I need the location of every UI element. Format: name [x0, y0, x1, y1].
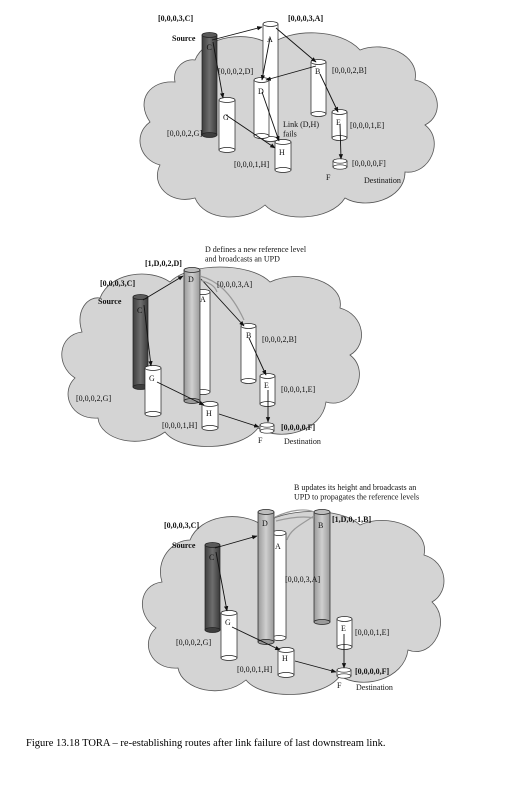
source-label: Source — [172, 541, 196, 550]
note-line: D defines a new reference level — [205, 245, 307, 254]
panel-2: C A D B G E — [61, 245, 362, 447]
node-B: B — [240, 323, 257, 384]
node-letter: H — [206, 409, 212, 418]
label-node-B: [1,D,0,-1,B] — [332, 515, 371, 524]
node-letter: H — [279, 148, 285, 157]
links-1 — [211, 26, 344, 160]
destination-label: Destination — [284, 437, 321, 446]
label-node-A: [0,0,0,3,A] — [285, 575, 320, 584]
note-line-2: and broadcasts an UPD — [205, 255, 280, 264]
node-letter: E — [341, 624, 346, 633]
node-letter: A — [200, 295, 206, 304]
node-E: E — [259, 373, 276, 407]
node-C: C — [201, 32, 218, 138]
note-line-2: UPD to propagates the reference levels — [294, 493, 419, 502]
node-letter: H — [282, 654, 288, 663]
destination-label: Destination — [364, 176, 401, 185]
node-letter: F — [337, 681, 342, 690]
label-node-H: [0,0,0,1,H] — [234, 160, 269, 169]
figure-caption: Figure 13.18 TORA – re-establishing rout… — [26, 738, 386, 749]
label-node-C: [0,0,0,3,C] — [164, 521, 199, 530]
node-letter: D — [258, 87, 264, 96]
note-text: D defines a new reference level and broa… — [205, 245, 308, 264]
upd-broadcast-2 — [199, 275, 245, 321]
note-text: B updates its height and broadcasts an U… — [294, 483, 419, 502]
node-letter: D — [262, 519, 268, 528]
node-letter: G — [223, 113, 229, 122]
label-node-F: [0,0,0,0,F] — [281, 423, 316, 432]
source-label: Source — [172, 34, 196, 43]
note-line-2: fails — [283, 130, 297, 139]
node-letter: E — [264, 381, 269, 390]
node-H: H — [274, 139, 292, 173]
label-node-E: [0,0,0,1,E] — [350, 121, 385, 130]
node-letter: F — [326, 173, 331, 182]
node-letter: G — [225, 618, 231, 627]
label-node-E: [0,0,0,1,E] — [355, 628, 390, 637]
node-B: B — [313, 509, 331, 625]
node-letter: F — [258, 436, 263, 445]
label-node-B: [0,0,0,2,B] — [332, 66, 367, 75]
node-letter: B — [315, 67, 320, 76]
label-node-C: [0,0,0,3,C] — [158, 14, 193, 23]
label-node-F: [0,0,0,0,F] — [352, 159, 386, 168]
node-letter: D — [188, 275, 194, 284]
node-letter: A — [275, 542, 281, 551]
source-label: Source — [98, 297, 122, 306]
note-line: Link (D,H) — [283, 120, 319, 129]
node-letter: G — [149, 374, 155, 383]
label-node-H: [0,0,0,1,H] — [162, 421, 197, 430]
node-B: B — [310, 59, 327, 117]
node-H: H — [201, 401, 219, 431]
note-text: Link (D,H) fails — [283, 120, 321, 139]
node-F: F — [336, 667, 352, 690]
links-3 — [214, 535, 347, 673]
label-node-G: [0,0,0,2,G] — [176, 638, 211, 647]
panel-3: C A D B G E — [141, 483, 445, 695]
node-letter: B — [246, 331, 251, 340]
node-G: G — [144, 365, 162, 417]
node-G: G — [218, 97, 236, 153]
panel-1: C A B D G E — [139, 14, 438, 218]
node-F: F — [258, 422, 275, 445]
node-D: D — [183, 267, 201, 404]
node-H: H — [277, 647, 295, 678]
node-letter: B — [318, 521, 323, 530]
node-letter: E — [336, 118, 341, 127]
node-D: D — [253, 77, 270, 139]
node-letter: C — [137, 306, 142, 315]
label-node-F: [0,0,0,0,F] — [355, 667, 390, 676]
destination-label: Destination — [356, 683, 393, 692]
links-2 — [142, 275, 271, 428]
label-node-G: [0,0,0,2,G] — [76, 394, 111, 403]
label-node-E: [0,0,0,1,E] — [281, 385, 316, 394]
label-node-C: [0,0,0,3,C] — [100, 279, 135, 288]
node-C: C — [204, 542, 221, 633]
node-E: E — [331, 109, 348, 141]
label-node-G: [0,0,0,2,G] — [167, 129, 202, 138]
node-letter: C — [209, 553, 214, 562]
node-D: D — [257, 509, 275, 645]
label-node-B: [0,0,0,2,B] — [262, 335, 297, 344]
node-E: E — [336, 616, 353, 650]
node-letter: C — [207, 43, 212, 52]
label-node-A: [0,0,0,3,A] — [217, 280, 252, 289]
node-G: G — [220, 610, 238, 661]
note-line: B updates its height and broadcasts an — [294, 483, 416, 492]
upd-broadcast-3 — [274, 509, 315, 541]
label-node-D: [1,D,0,2,D] — [145, 259, 182, 268]
label-node-A: [0,0,0,3,A] — [288, 14, 323, 23]
label-node-D: [0,0,0,2,D] — [218, 67, 253, 76]
label-node-H: [0,0,0,1,H] — [237, 665, 272, 674]
